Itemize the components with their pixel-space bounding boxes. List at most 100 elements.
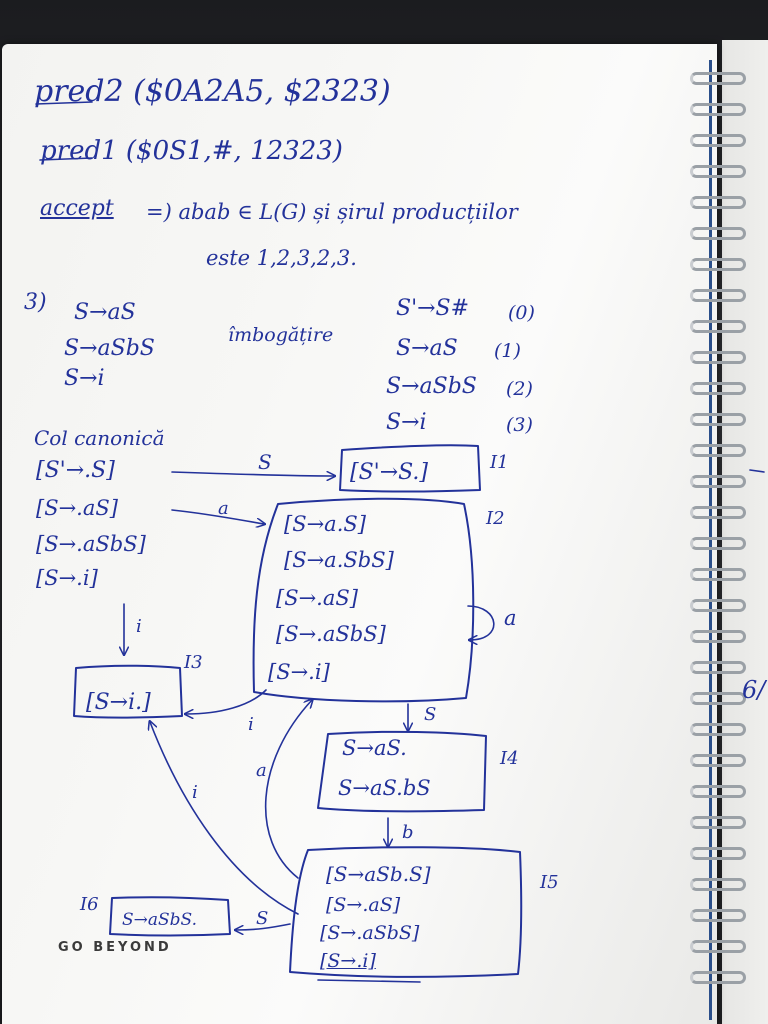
- pred2-underline: [35, 101, 93, 105]
- pred1-underline: [39, 157, 93, 161]
- state-i5-item-4: [S→.i]: [320, 950, 376, 972]
- spiral-ring: [690, 475, 746, 488]
- aug-rule-0: S'→S#: [396, 296, 470, 321]
- state-i6-item: S→aSbS.: [122, 910, 197, 930]
- spiral-ring: [690, 537, 746, 550]
- spiral-ring: [690, 165, 746, 178]
- spiral-ring: [690, 971, 746, 984]
- state-i2-item-4: [S→.aSbS]: [276, 622, 386, 646]
- grammar-rule-3: S→i: [64, 366, 105, 391]
- i5-underline: [317, 979, 421, 983]
- aug-rule-1-num: (1): [494, 340, 521, 362]
- edge-i5-to-i3: [150, 722, 299, 915]
- state-i5-label: I5: [540, 872, 559, 893]
- accept-conclusion: =) abab ∈ L(G) și șirul producțiilor: [146, 200, 518, 224]
- state-i5-item-2: [S→.aS]: [326, 894, 401, 916]
- edge-label-s-to-i6: S: [256, 908, 269, 929]
- spiral-ring: [690, 444, 746, 457]
- state-i1-item: [S'→S.]: [350, 460, 428, 485]
- state-i2-box: [252, 497, 475, 703]
- state-i3-item: [S→i.]: [86, 690, 151, 715]
- state-i3-label: I3: [184, 652, 203, 673]
- i0-item-1: [S'→.S]: [36, 458, 115, 483]
- i0-item-3: [S→.aSbS]: [36, 532, 146, 556]
- spiral-ring: [690, 909, 746, 922]
- spiral-ring: [690, 878, 746, 891]
- spiral-ring: [690, 351, 746, 364]
- state-i6-box: [109, 896, 231, 937]
- edge-label-b-to-i5: b: [402, 822, 414, 843]
- spiral-ring: [690, 134, 746, 147]
- spiral-ring: [690, 568, 746, 581]
- edge-s-to-i6: [236, 923, 291, 930]
- spiral-ring: [690, 258, 746, 271]
- spiral-ring: [690, 227, 746, 240]
- state-i4-item-1: S→aS.: [342, 736, 407, 760]
- spiral-ring: [690, 289, 746, 302]
- aug-rule-3: S→i: [386, 410, 427, 435]
- spiral-ring: [690, 816, 746, 829]
- aug-rule-3-num: (3): [506, 414, 533, 436]
- spiral-ring: [690, 599, 746, 612]
- edge-label-i-from-i2: i: [248, 714, 254, 735]
- canonical-collection-title: Col canonică: [34, 426, 165, 450]
- edge-label-i-to-i3: i: [136, 616, 142, 637]
- state-i2-item-5: [S→.i]: [268, 660, 330, 684]
- spiral-ring: [690, 940, 746, 953]
- spiral-ring: [690, 413, 746, 426]
- grammar-rule-1: S→aS: [74, 300, 136, 325]
- brand-imprint: GO BEYOND: [58, 940, 172, 955]
- spiral-ring: [690, 72, 746, 85]
- edge-label-a-to-i2: a: [218, 498, 229, 519]
- state-i2-label: I2: [486, 508, 505, 529]
- state-i2-item-1: [S→a.S]: [284, 512, 366, 536]
- spiral-ring: [690, 320, 746, 333]
- state-i5-item-1: [S→aSb.S]: [326, 862, 431, 886]
- spiral-ring: [690, 196, 746, 209]
- pred1-line: pred1 ($0S1,#, 12323): [40, 136, 343, 166]
- aug-rule-2: S→aSbS: [386, 374, 477, 399]
- state-i1-label: I1: [490, 452, 509, 473]
- notebook-spine: [709, 60, 712, 1020]
- spiral-ring: [690, 847, 746, 860]
- state-i2-item-3: [S→.aS]: [276, 586, 358, 610]
- state-i4-label: I4: [500, 748, 519, 769]
- section-number: 3): [24, 290, 47, 315]
- edge-a-loop: [467, 605, 495, 640]
- edge-label-s-to-i1: S: [258, 450, 272, 474]
- state-i4-item-2: S→aS.bS: [338, 776, 431, 800]
- edge-s-to-i1: [171, 472, 334, 476]
- edge-a-to-i2: [171, 509, 264, 524]
- aug-rule-2-num: (2): [506, 378, 533, 400]
- spiral-ring: [690, 692, 746, 705]
- spiral-ring: [690, 785, 746, 798]
- i0-item-4: [S→.i]: [36, 566, 98, 590]
- grammar-rule-2: S→aSbS: [64, 336, 155, 361]
- edge-label-a-from-i5: a: [256, 760, 267, 781]
- spiral-ring: [690, 103, 746, 116]
- right-page-margin-mark: [749, 469, 765, 473]
- edge-label-a-loop: a: [504, 606, 517, 630]
- state-i6-label: I6: [80, 894, 99, 915]
- productions-sequence: este 1,2,3,2,3.: [206, 246, 357, 270]
- state-i2-item-2: [S→a.SbS]: [284, 548, 394, 572]
- edge-label-i-from-i5: i: [192, 782, 198, 803]
- i0-item-2: [S→.aS]: [36, 496, 118, 520]
- aug-rule-0-num: (0): [508, 302, 535, 324]
- accept-keyword: accept: [40, 196, 114, 221]
- state-i1-box: [339, 444, 481, 493]
- spiral-ring: [690, 723, 746, 736]
- aug-rule-1: S→aS: [396, 336, 458, 361]
- edge-i2-to-i3: [186, 689, 267, 714]
- state-i5-item-3: [S→.aSbS]: [320, 922, 420, 944]
- state-i4-box: [317, 730, 487, 813]
- state-i3-box: [73, 664, 183, 719]
- right-page-margin-text: 6/: [742, 676, 766, 704]
- edge-label-s-to-i4: S: [424, 704, 437, 725]
- edge-i5-to-i2: [264, 700, 312, 879]
- spiral-ring: [690, 661, 746, 674]
- spiral-ring: [690, 754, 746, 767]
- spiral-ring: [690, 506, 746, 519]
